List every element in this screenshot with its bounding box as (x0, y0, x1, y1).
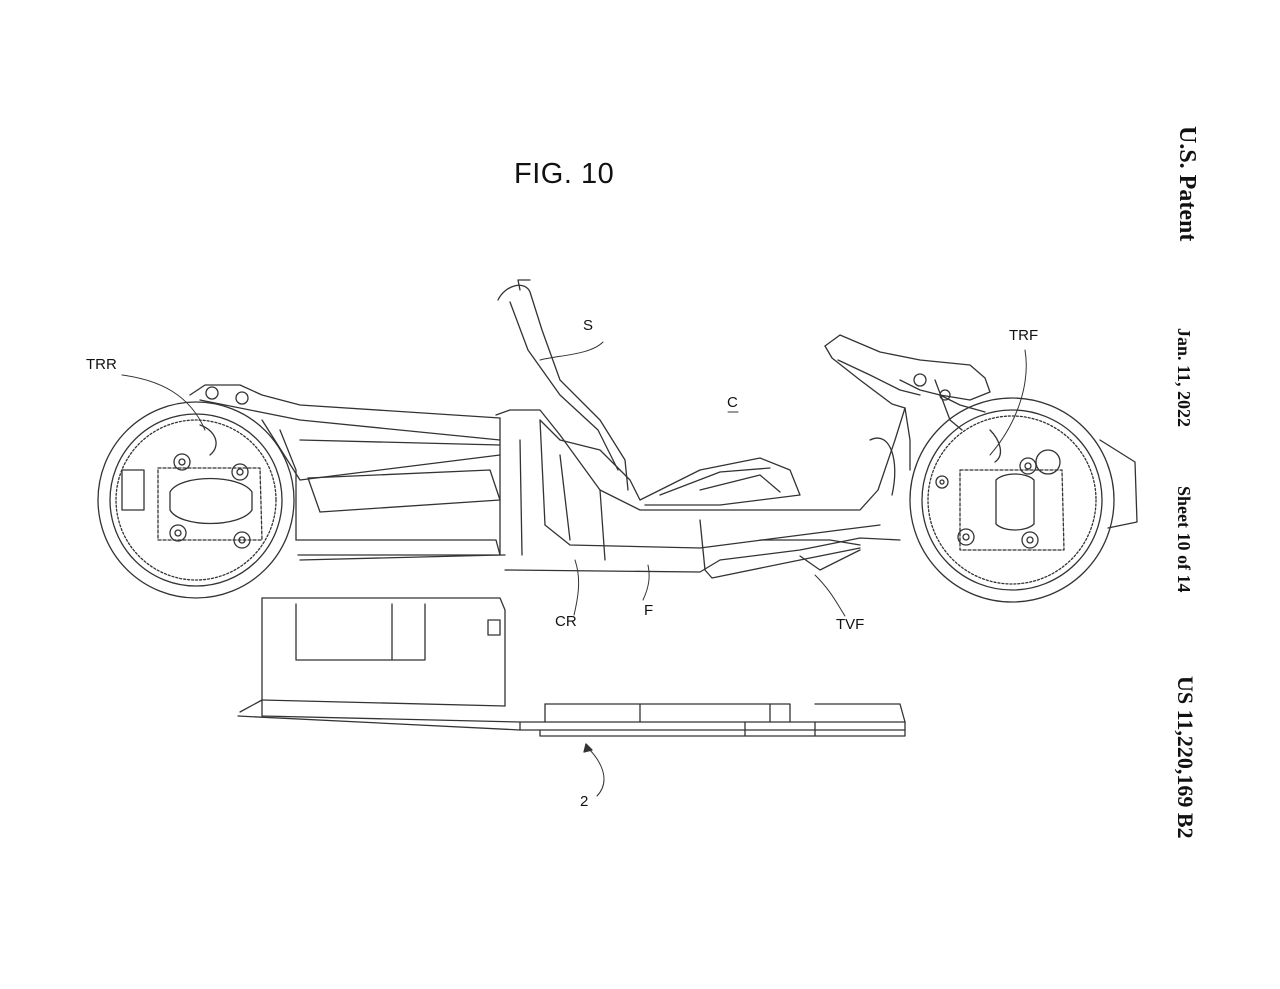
leader-lines (121, 341, 1027, 797)
front-wheel (909, 397, 1138, 603)
chassis-tub (495, 407, 906, 579)
label-trf: TRF (1009, 327, 1039, 344)
battery-base (237, 597, 906, 737)
rear-frame (189, 384, 506, 561)
header-patent-number: US 11,220,169 B2 (1173, 676, 1198, 839)
header-date: Jan. 11, 2022 (1174, 328, 1194, 428)
label-f: F (644, 602, 654, 619)
label-cr: CR (555, 613, 577, 630)
seat (497, 279, 801, 506)
label-c: C (727, 394, 738, 411)
header-sheet: Sheet 10 of 14 (1174, 486, 1194, 593)
label-2: 2 (580, 793, 589, 810)
label-tvf: TVF (836, 616, 865, 633)
rear-wheel (97, 401, 295, 599)
label-s: S (583, 317, 594, 334)
label-trr: TRR (86, 356, 117, 373)
figure-title: FIG. 10 (514, 158, 615, 190)
header-patent: U.S. Patent (1174, 126, 1200, 242)
arrow-head (583, 743, 593, 753)
front-frame (824, 334, 991, 496)
